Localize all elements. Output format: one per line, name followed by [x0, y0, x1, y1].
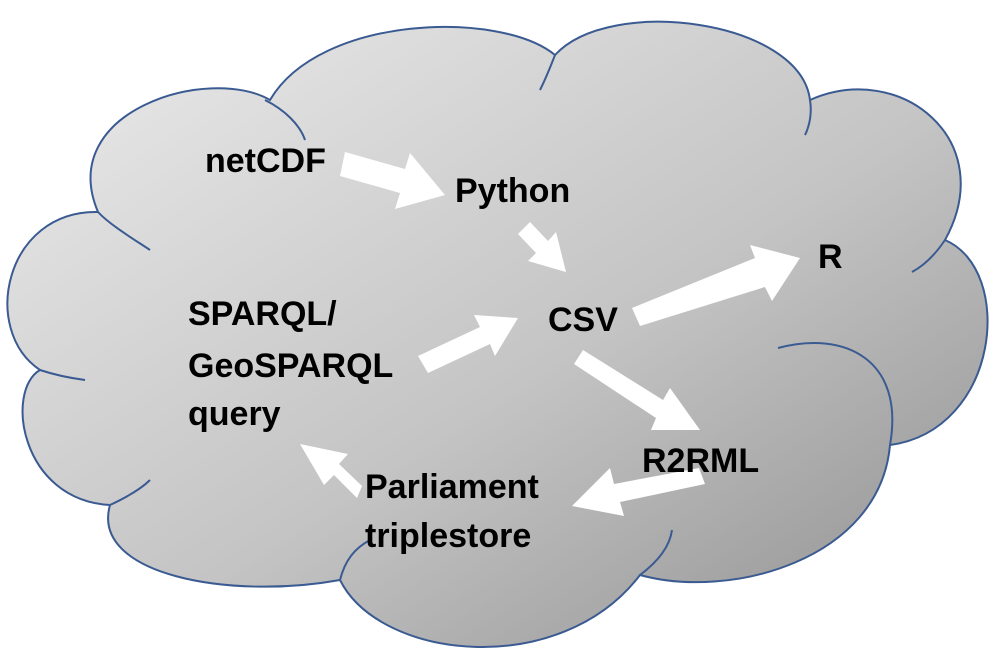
- arrow-netcdf-to-python: [340, 152, 445, 209]
- arrow-csv-to-r2rml: [574, 350, 700, 430]
- node-parliament-line1: Parliament: [365, 468, 539, 506]
- arrow-sparql-to-csv: [418, 315, 518, 373]
- arrow-python-to-csv: [518, 222, 566, 272]
- node-sparql-line1: SPARQL/: [188, 295, 337, 333]
- node-parliament-line2: triplestore: [365, 517, 531, 555]
- arrow-parliament-to-sparql: [300, 444, 362, 498]
- node-parliament-triplestore: Parliament triplestore: [365, 468, 539, 555]
- node-csv: CSV: [548, 301, 618, 339]
- node-sparql-line3: query: [188, 395, 281, 433]
- node-r2rml: R2RML: [642, 442, 759, 480]
- node-netcdf: netCDF: [205, 142, 326, 180]
- arrow-csv-to-r: [632, 245, 800, 326]
- node-r: R: [818, 238, 843, 276]
- node-sparql-line2: GeoSPARQL: [188, 347, 393, 385]
- node-python: Python: [455, 172, 570, 210]
- arrow-r2rml-to-parliament: [572, 468, 705, 516]
- node-sparql-query: SPARQL/ GeoSPARQL query: [188, 295, 393, 433]
